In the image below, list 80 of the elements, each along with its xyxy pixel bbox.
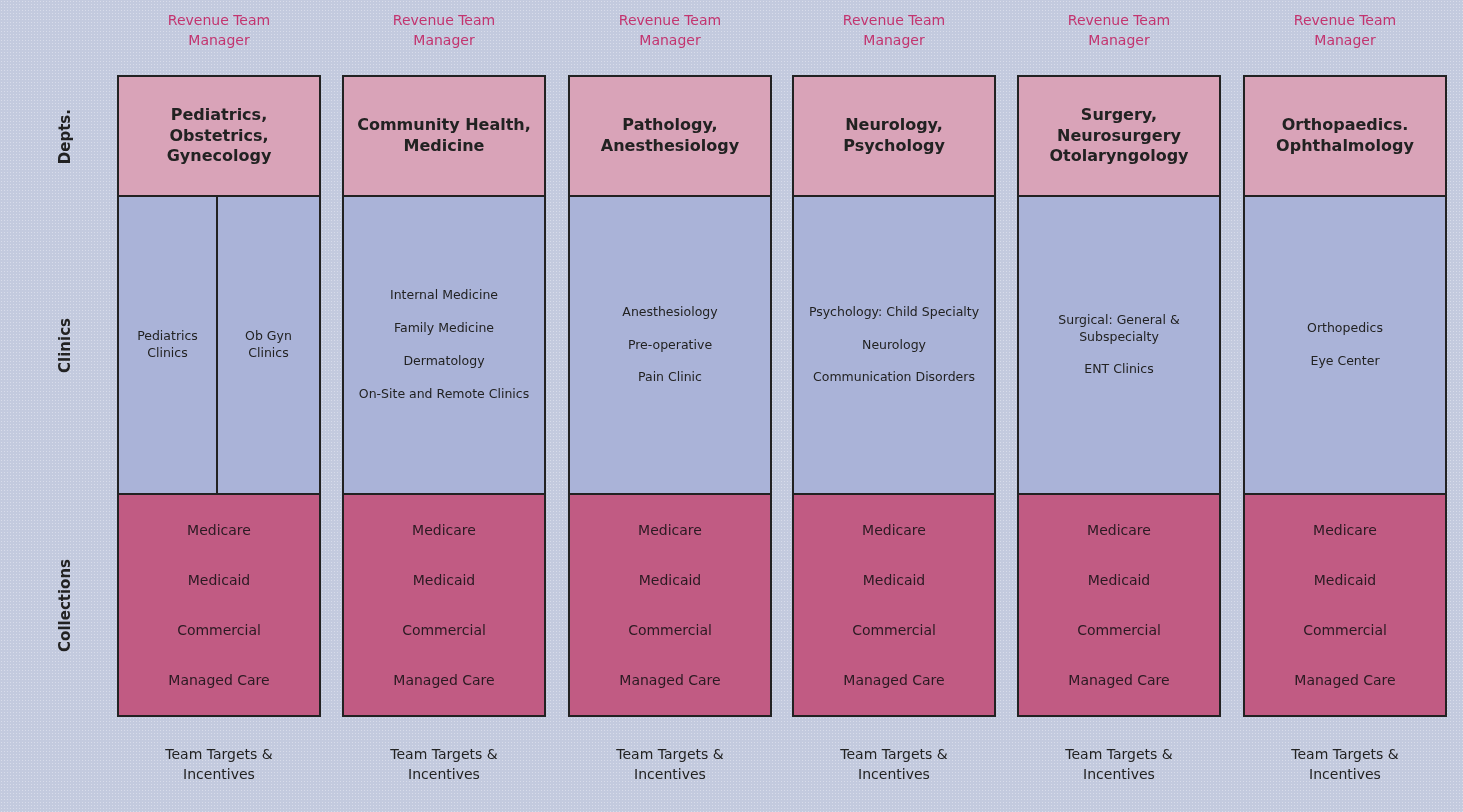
collections-box (792, 493, 996, 717)
dept-box (342, 75, 546, 197)
targets-label: Team Targets & Incentives (164, 745, 274, 785)
clinic-box (216, 195, 321, 495)
payer-type: Medicare (1313, 522, 1377, 538)
collections-box (342, 493, 546, 717)
targets-label: Team Targets & Incentives (389, 745, 499, 785)
row-header: Clinics (56, 317, 74, 373)
payer-type: Managed Care (619, 672, 721, 688)
clinic-name: Pediatrics Clinics (136, 328, 199, 362)
clinic-name: Dermatology (403, 353, 485, 370)
manager-label: Revenue Team Manager (1066, 11, 1172, 51)
dept-box (1017, 75, 1221, 197)
collections-box (1017, 493, 1221, 717)
manager-label: Revenue Team Manager (391, 11, 497, 51)
manager-label: Revenue Team Manager (617, 11, 723, 51)
payer-type: Commercial (628, 622, 712, 638)
payer-type: Medicare (1087, 522, 1151, 538)
payer-type: Managed Care (168, 672, 270, 688)
clinic-name: Communication Disorders (813, 369, 975, 387)
clinic-name: Pain Clinic (638, 369, 702, 387)
collections-box (1243, 493, 1447, 717)
clinic-name: Pre-operative (627, 336, 713, 354)
payer-type: Commercial (1303, 622, 1387, 638)
payer-type: Commercial (402, 622, 486, 638)
payer-type: Medicaid (412, 572, 476, 588)
payer-type: Medicaid (862, 572, 926, 588)
clinic-box (568, 195, 772, 495)
targets-label: Team Targets & Incentives (839, 745, 949, 785)
manager-label: Revenue Team Manager (166, 11, 272, 51)
payer-type: Managed Care (843, 672, 945, 688)
payer-type: Medicaid (1087, 572, 1151, 588)
payer-type: Managed Care (393, 672, 495, 688)
clinic-box (342, 195, 546, 495)
manager-label: Revenue Team Manager (1292, 11, 1398, 51)
row-header: Depts. (56, 108, 74, 164)
clinic-name: Anesthesiology (622, 303, 718, 321)
clinic-name: Psychology: Child Specialty (808, 303, 980, 321)
dept-heading: Pediatrics, Obstetrics, Gynecology (165, 104, 273, 168)
payer-type: Commercial (852, 622, 936, 638)
collections-box (117, 493, 321, 717)
dept-box (568, 75, 772, 197)
dept-box (792, 75, 996, 197)
clinic-name: Surgical: General & Subspecialty (1057, 311, 1181, 346)
payer-type: Commercial (177, 622, 261, 638)
row-header: Collections (56, 558, 74, 652)
dept-box (1243, 75, 1447, 197)
clinic-name: Family Medicine (393, 320, 494, 337)
dept-box (117, 75, 321, 197)
clinic-name: Neurology (862, 336, 926, 354)
dept-heading: Pathology, Anesthesiology (599, 115, 741, 157)
dept-heading: Orthopaedics. Ophthalmology (1275, 115, 1415, 157)
clinic-name: Orthopedics (1307, 320, 1383, 337)
collections-box (568, 493, 772, 717)
dept-heading: Surgery, Neurosurgery Otolaryngology (1048, 104, 1190, 168)
targets-label: Team Targets & Incentives (615, 745, 725, 785)
clinic-name: Ob Gyn Clinics (244, 328, 293, 362)
clinic-box (1017, 195, 1221, 495)
targets-label: Team Targets & Incentives (1290, 745, 1400, 785)
dept-heading: Neurology, Psychology (842, 115, 946, 157)
clinic-box (792, 195, 996, 495)
clinic-box (117, 195, 218, 495)
payer-type: Medicare (862, 522, 926, 538)
payer-type: Managed Care (1294, 672, 1396, 688)
clinic-name: ENT Clinics (1084, 361, 1154, 379)
dept-heading: Community Health, Medicine (356, 115, 532, 157)
clinic-box (1243, 195, 1447, 495)
clinic-name: Eye Center (1310, 353, 1380, 370)
clinic-name: Internal Medicine (390, 287, 498, 305)
payer-type: Medicaid (187, 572, 251, 588)
clinic-name: On-Site and Remote Clinics (358, 385, 530, 403)
payer-type: Medicare (187, 522, 251, 538)
payer-type: Commercial (1077, 622, 1161, 638)
payer-type: Medicaid (1313, 572, 1377, 588)
payer-type: Medicaid (638, 572, 702, 588)
manager-label: Revenue Team Manager (841, 11, 947, 51)
payer-type: Medicare (412, 522, 476, 538)
payer-type: Medicare (638, 522, 702, 538)
targets-label: Team Targets & Incentives (1064, 745, 1174, 785)
payer-type: Managed Care (1068, 672, 1170, 688)
